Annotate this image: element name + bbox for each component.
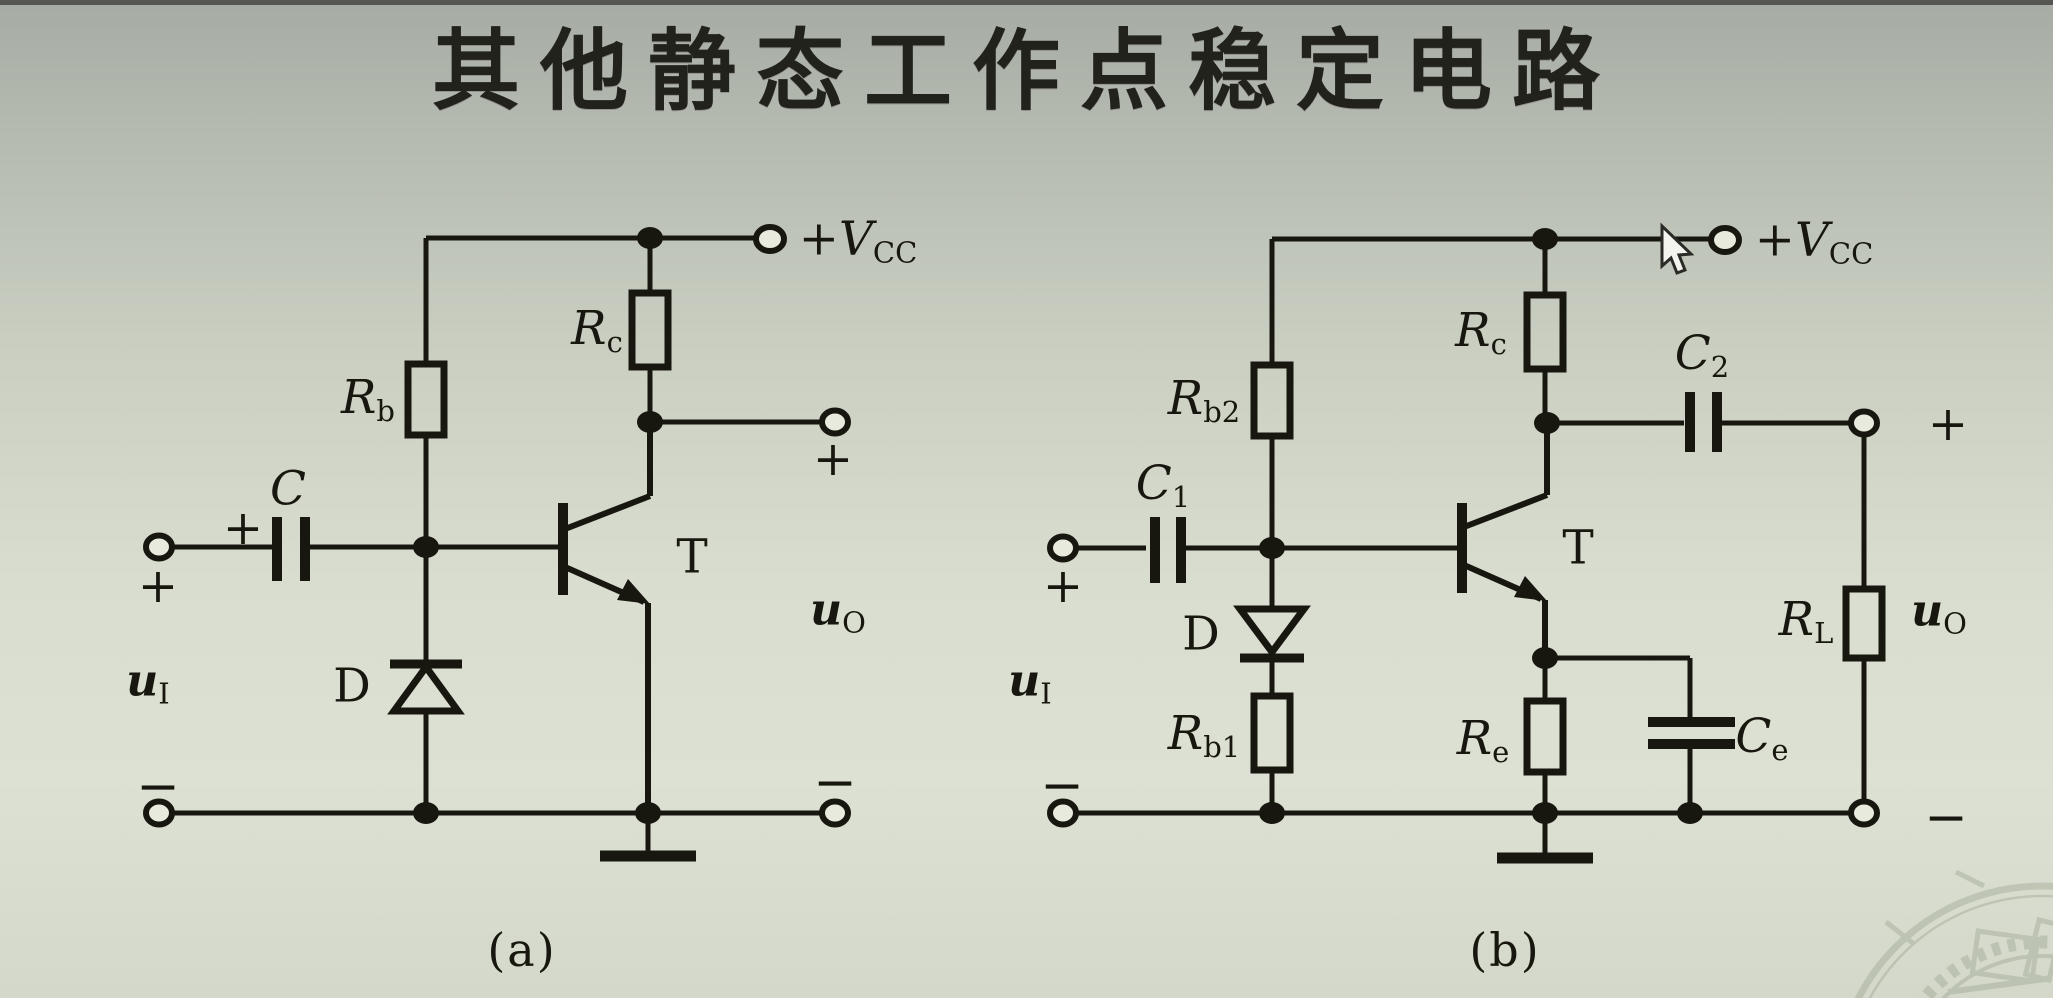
a-capacitor-plus-sign: +: [222, 500, 264, 556]
b-output-minus-sign: −: [1924, 788, 1968, 848]
b-capacitor-c2: [1685, 392, 1722, 452]
b-input-gnd-terminal: [1047, 798, 1079, 828]
b-input-plus-sign: +: [1042, 558, 1084, 614]
b-re-label: Re: [1456, 710, 1510, 770]
frame-top-edge: [0, 0, 2053, 5]
a-output-plus-sign: +: [812, 431, 854, 487]
b-vcc-label: +VCC: [1754, 211, 1874, 271]
a-output-minus-sign: −: [813, 753, 857, 813]
b-vcc-terminal: [1708, 225, 1742, 255]
b-rl-label: RL: [1778, 591, 1834, 651]
a-transistor: [558, 422, 653, 813]
a-caption: (a): [487, 923, 557, 977]
b-transistor: [1457, 423, 1550, 658]
b-capacitor-c1: [1150, 517, 1186, 583]
a-input-minus-sign: −: [136, 757, 180, 817]
b-re-resistor: [1523, 697, 1567, 776]
b-input-terminal: [1047, 533, 1079, 563]
a-capacitor-label: C: [270, 461, 306, 517]
a-output-gnd-terminal: [819, 798, 851, 828]
b-caption: (b): [1469, 923, 1541, 977]
university-seal-watermark: [1854, 869, 2053, 998]
b-input-minus-sign: −: [1040, 756, 1084, 816]
b-rb1-label: Rb1: [1167, 705, 1241, 765]
a-rc-label: Rc: [571, 300, 623, 360]
b-rb2-resistor: [1250, 361, 1294, 440]
a-vcc-label: +VCC: [798, 210, 918, 270]
a-input-gnd-terminal: [143, 798, 175, 828]
b-junction-dots: [1259, 228, 1703, 824]
circuit-a: [143, 224, 851, 862]
b-c2-label: C2: [1674, 325, 1730, 385]
a-rc-resistor: [628, 289, 672, 371]
a-input-plus-sign: +: [137, 558, 179, 614]
b-c1-label: C1: [1135, 455, 1191, 515]
a-capacitor-c: [272, 517, 310, 581]
b-rl-resistor: [1842, 585, 1886, 662]
b-rc-resistor: [1523, 291, 1567, 373]
a-rb-resistor: [404, 360, 448, 439]
b-ce-label: Ce: [1735, 708, 1789, 768]
b-rb2-label: Rb2: [1167, 370, 1241, 430]
slide-title: 其他静态工作点稳定电路: [431, 18, 1621, 123]
b-diode: [1233, 605, 1311, 663]
b-rc-label: Rc: [1455, 302, 1507, 362]
a-uo-label: uO: [810, 584, 866, 640]
circuit-b: [1047, 225, 1886, 864]
a-ui-label: uI: [126, 655, 170, 711]
b-uo-label: uO: [1911, 585, 1967, 641]
a-output-terminal: [819, 407, 851, 437]
a-junction-dots: [413, 227, 663, 824]
b-output-gnd-terminal: [1848, 798, 1880, 828]
b-emitter-arrow: [1514, 576, 1547, 601]
a-emitter-arrow: [617, 579, 650, 604]
a-transistor-label: T: [676, 529, 708, 585]
b-capacitor-ce: [1648, 717, 1735, 749]
b-diode-label: D: [1182, 606, 1220, 662]
a-rb-label: Rb: [341, 369, 395, 429]
b-output-plus-sign: +: [1927, 396, 1969, 452]
b-output-terminal: [1848, 408, 1880, 438]
a-vcc-terminal: [753, 224, 787, 254]
mouse-pointer-icon: [1660, 222, 1695, 275]
a-diode: [387, 659, 465, 715]
b-emitter-wires: [1545, 655, 1693, 813]
b-transistor-label: T: [1562, 520, 1594, 576]
b-rb1-resistor: [1250, 692, 1294, 774]
a-diode-label: D: [333, 658, 371, 714]
a-input-terminal: [143, 532, 175, 562]
b-ui-label: uI: [1008, 655, 1052, 711]
